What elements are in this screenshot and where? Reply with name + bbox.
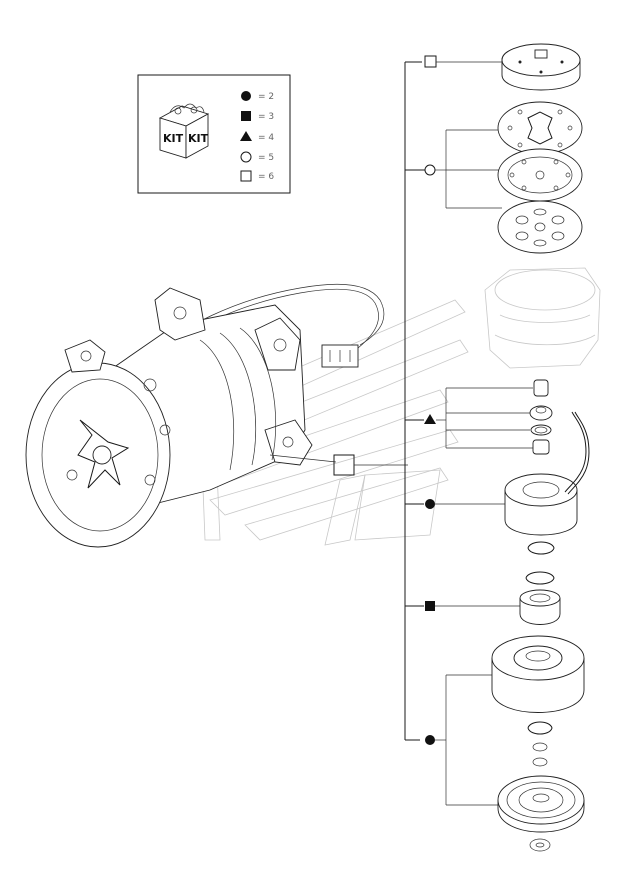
filled-circle-icon	[241, 91, 251, 101]
small-rings	[527, 721, 553, 767]
cylinder-head-part	[501, 43, 581, 91]
marker-open-square	[424, 55, 437, 68]
marker-filled-triangle	[424, 414, 436, 424]
cylinder-block-ghost	[484, 267, 601, 369]
filled-square-icon	[241, 111, 251, 121]
kit-label-left: KIT	[163, 132, 184, 145]
kit-crate-icon: KIT KIT	[158, 103, 210, 159]
valve-plate	[497, 148, 583, 202]
snap-ring-upper	[527, 541, 555, 555]
compressor-assembly	[25, 283, 385, 548]
kit-label-right: KIT	[188, 132, 209, 145]
bearing	[519, 589, 561, 625]
kit-legend-box: KIT KIT = 2 = 3 = 4 = 5 = 6	[137, 74, 291, 194]
legend-text-1: = 2	[258, 92, 274, 102]
gasket-upper	[497, 101, 583, 155]
open-square-icon	[240, 170, 252, 182]
gasket-lower	[497, 200, 583, 254]
marker-open-circle	[424, 164, 436, 176]
legend-text-2: = 3	[258, 112, 274, 122]
pulley	[491, 635, 585, 713]
marker-filled-square	[425, 601, 435, 611]
marker-filled-circle-1	[425, 499, 435, 509]
legend-text-4: = 5	[258, 153, 274, 163]
snap-ring-lower	[525, 571, 555, 585]
shaft-seal-parts	[529, 379, 553, 455]
legend-text-3: = 4	[258, 133, 274, 143]
open-circle-icon	[240, 151, 252, 163]
marker-filled-circle-2	[425, 735, 435, 745]
filled-triangle-icon	[240, 131, 252, 141]
callout-box-center	[333, 454, 355, 476]
hub-nut	[529, 838, 551, 852]
clutch-coil	[504, 411, 590, 536]
clutch-hub-plate	[497, 775, 585, 833]
legend-text-5: = 6	[258, 172, 274, 182]
